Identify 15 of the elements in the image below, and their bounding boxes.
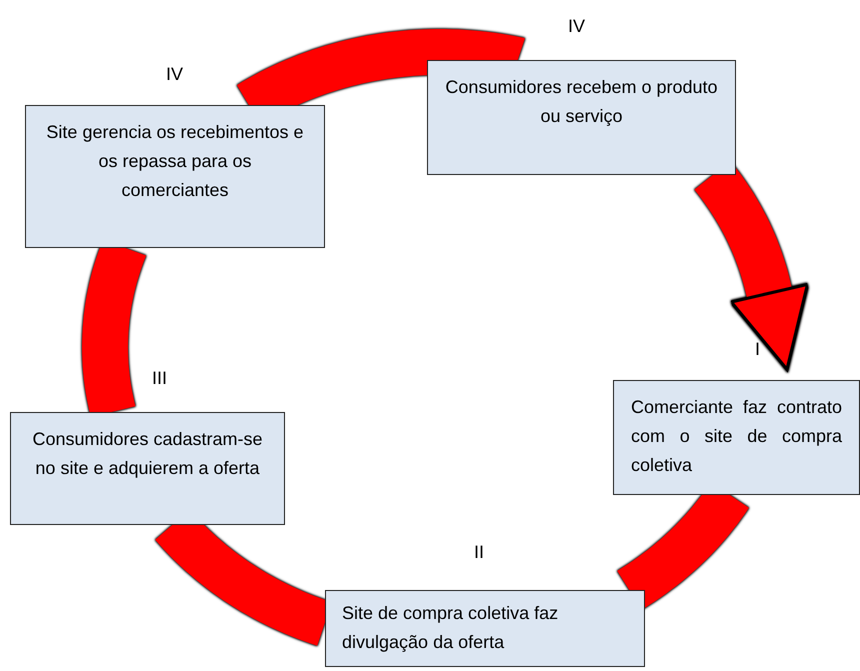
step-text: Comerciante faz contrato com o site de compra coletiva: [631, 396, 842, 477]
step-box: [427, 60, 736, 175]
step-text: Consumidores recebem o produto ou serviço: [444, 76, 719, 128]
step-numeral: III: [152, 367, 168, 390]
step-text: Consumidores cadastram-se no site e adquierem a oferta: [31, 428, 264, 480]
step-box: [325, 590, 645, 667]
step-numeral: IV: [166, 63, 184, 86]
step-box: [25, 105, 325, 248]
step-numeral: I: [755, 338, 760, 361]
step-text: Site gerencia os recebimentos e os repassa para os comerciantes: [46, 121, 304, 202]
step-box: [613, 380, 860, 495]
step-text: Site de compra coletiva faz divulgação da oferta: [342, 602, 560, 654]
step-numeral: II: [474, 541, 484, 564]
step-numeral: IV: [568, 15, 586, 38]
step-box: [10, 412, 285, 525]
